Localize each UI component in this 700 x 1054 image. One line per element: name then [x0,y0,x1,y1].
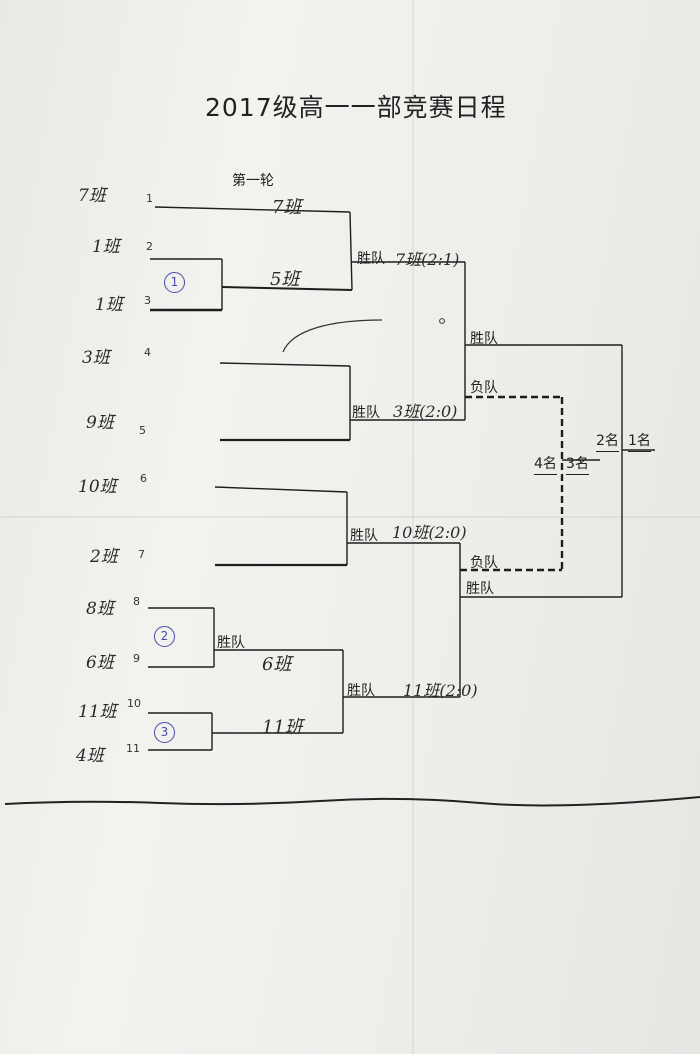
pen-stroke [282,319,383,353]
team-seed: 8 [133,595,140,608]
result-text: 3班(2:0) [393,402,458,421]
loser-label: 负队 [470,380,498,396]
result-text: 11班 [262,717,303,738]
loser-label: 负队 [470,555,498,571]
team-name: 10班 [78,477,117,497]
match-number-badge: 1 [164,272,185,293]
bracket-line [349,211,353,291]
team-name: 9班 [86,413,114,433]
team-seed: 4 [144,346,151,359]
placing-1st: 1名 [628,430,651,452]
team-name: 11班 [78,702,117,722]
result-text: 11班(2:0) [403,681,478,700]
bracket-line [219,362,351,367]
team-seed: 1 [146,192,153,205]
match-number-badge: 2 [154,626,175,647]
placing-2nd: 2名 [596,430,619,452]
team-seed: 5 [139,424,146,437]
placing-3rd: 3名 [566,453,589,475]
winner-label: 胜队 [357,251,385,267]
bracket-line [214,486,348,493]
team-name: 1班 [95,295,123,315]
team-seed: 2 [146,240,153,253]
winner-label: 胜队 [466,581,494,597]
team-seed: 7 [138,548,145,561]
winner-label: 胜队 [352,405,380,421]
team-name: 6班 [86,653,114,673]
team-name: 3班 [82,348,110,368]
team-name: 7班 [78,186,106,206]
bracket-line [154,206,351,213]
winner-label: 胜队 [470,331,498,347]
team-name: 8班 [86,599,114,619]
bracket-line [221,286,353,291]
result-text: 5班 [270,269,300,290]
result-text: 6班 [262,654,292,675]
placing-4th: 4名 [534,453,557,475]
winner-label: 胜队 [217,635,245,651]
team-seed: 9 [133,652,140,665]
fold-crease [0,516,700,518]
page-title: 2017级高一一部竞赛日程 [205,93,507,122]
winner-label: 胜队 [350,528,378,544]
team-seed: 10 [127,697,141,710]
team-name: 2班 [90,547,118,567]
pen-dot [439,318,445,324]
team-seed: 11 [126,742,140,755]
team-seed: 3 [144,294,151,307]
result-text: 7班 [272,197,302,218]
divider-scribble [4,796,700,807]
fold-crease [412,0,414,1054]
team-name: 4班 [76,746,104,766]
match-number-badge: 3 [154,722,175,743]
round-label: 第一轮 [232,173,274,189]
team-seed: 6 [140,472,147,485]
result-text: 7班(2:1) [395,250,460,269]
result-text: 10班(2:0) [392,523,467,542]
team-name: 1班 [92,237,120,257]
winner-label: 胜队 [347,683,375,699]
